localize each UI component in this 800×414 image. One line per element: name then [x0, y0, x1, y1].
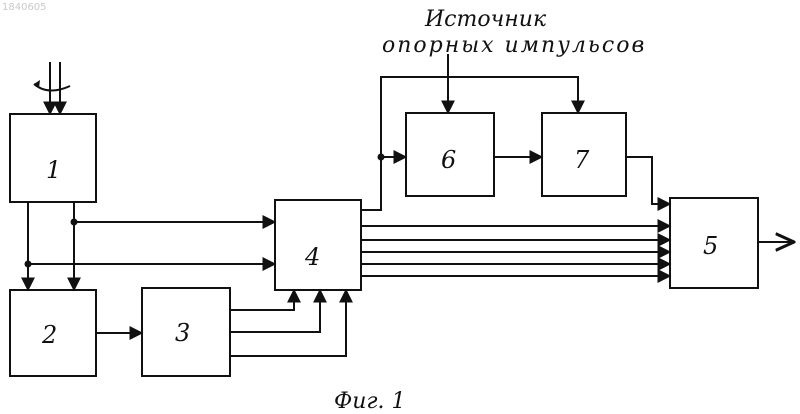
block-3-label: 3 [175, 319, 190, 347]
block-1-label: 1 [46, 156, 61, 184]
block-6-label: 6 [441, 146, 456, 174]
figure-caption: Фиг. 1 [334, 389, 406, 414]
block-7-label: 7 [574, 146, 590, 174]
document-number: 1840605 [2, 2, 47, 13]
source-label-line2: опорных импульсов [382, 33, 646, 58]
block-6: 6 [406, 113, 494, 196]
block-5-label: 5 [703, 232, 718, 260]
block-2: 2 [10, 290, 96, 376]
block-7: 7 [542, 113, 626, 196]
source-label-line1: Источник [424, 7, 547, 32]
block-5: 5 [670, 198, 758, 288]
block-1: 1 [10, 114, 96, 202]
block-3: 3 [142, 288, 230, 376]
block-4-label: 4 [304, 243, 320, 271]
input-signal [34, 62, 70, 114]
block-4: 4 [275, 200, 361, 290]
block-2-label: 2 [41, 321, 57, 349]
